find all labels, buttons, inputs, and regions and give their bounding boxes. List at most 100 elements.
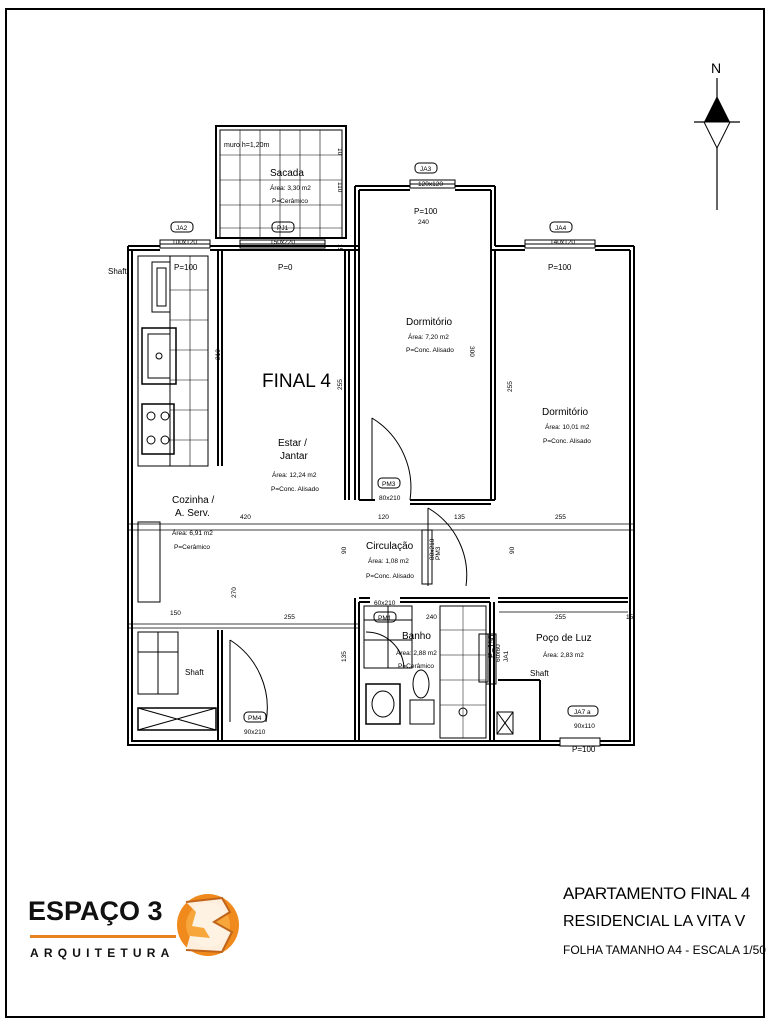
dim-10: 10 <box>336 148 343 156</box>
opening-tags <box>170 162 599 723</box>
banho-name: Banho <box>402 631 431 642</box>
dim-110: 110 <box>336 182 343 193</box>
level-p150: P=150 <box>487 634 496 658</box>
title-line-3: FOLHA TAMANHO A4 - ESCALA 1/50 <box>563 943 766 957</box>
estar-floor: P=Conc. Alisado <box>271 486 319 493</box>
north-label: N <box>711 60 721 76</box>
tag-pm1: PM1 <box>378 615 392 622</box>
level-p0: P=0 <box>278 263 293 272</box>
logo-name: ESPAÇO 3 <box>28 896 163 926</box>
size-ja3: 120x120 <box>418 181 443 188</box>
poco-area: Área: 2,83 m2 <box>543 650 584 659</box>
logo-tagline: ARQUITETURA <box>30 946 175 960</box>
size-pm3: 80x210 <box>379 495 401 502</box>
sacada-name: Sacada <box>270 168 304 179</box>
dim-135-circ: 135 <box>454 514 465 521</box>
dim-270: 270 <box>231 587 238 598</box>
dim-120: 120 <box>378 514 389 521</box>
dorm2-floor: P=Conc. Alisado <box>543 438 591 445</box>
title-line-1: APARTAMENTO FINAL 4 <box>563 884 751 903</box>
dim-90-a: 90 <box>341 546 348 554</box>
logo-mark-icon <box>177 894 239 956</box>
tag-ja3: JA3 <box>420 166 432 173</box>
estar-name-1: Estar / <box>278 438 307 449</box>
circ-floor: P=Conc. Alisado <box>366 573 414 580</box>
muro-note: muro h=1,20m <box>224 142 269 149</box>
logo: ESPAÇO 3 ARQUITETURA <box>28 872 248 982</box>
size-ja2: 100x120 <box>172 239 197 246</box>
sacada-area: Área: 3,30 m2 <box>270 183 311 192</box>
banho-floor: P=Cerâmico <box>398 663 434 670</box>
tag-pm3-b: PM3 <box>435 546 442 560</box>
estar-name-2: Jantar <box>280 451 308 462</box>
interior-walls <box>217 250 628 741</box>
tag-ja7: JA7 a <box>574 709 591 716</box>
exterior-walls <box>127 185 635 746</box>
dim-15: 15 <box>336 244 343 252</box>
dim-15-right: 15 <box>626 614 634 621</box>
window-ja7 <box>559 737 601 747</box>
dim-150: 150 <box>170 610 181 617</box>
dorm1-area: Área: 7,20 m2 <box>408 332 449 341</box>
tag-ja1: JA1 <box>503 650 510 662</box>
logo-accent-line <box>30 935 176 938</box>
poco-name: Poço de Luz <box>536 633 592 644</box>
cozinha-name-1: Cozinha / <box>172 495 214 506</box>
dim-240-banho: 240 <box>426 614 437 621</box>
dorm2-name: Dormitório <box>542 407 589 418</box>
tag-ja4: JA4 <box>555 225 567 232</box>
dorm1-name: Dormitório <box>406 317 453 328</box>
tag-pj1: PJ1 <box>277 225 289 232</box>
tag-ja2: JA2 <box>176 225 188 232</box>
tag-pm4: PM4 <box>248 715 262 722</box>
sheet-border <box>5 8 765 1018</box>
dim-90-b: 90 <box>509 546 516 554</box>
size-pm4: 90x210 <box>244 729 266 736</box>
sacada-floor: P=Cerâmico <box>272 198 308 205</box>
dim-255-estar-bottom: 255 <box>284 614 295 621</box>
size-pm1: 60x210 <box>374 600 396 607</box>
estar-area: Área: 12,24 m2 <box>272 470 317 479</box>
dim-255-poco: 255 <box>555 614 566 621</box>
size-pm3-b: 80x210 <box>429 538 436 560</box>
cozinha-name-2: A. Serv. <box>175 508 210 519</box>
tag-pm3: PM3 <box>382 481 396 488</box>
level-p100-bottom: P=100 <box>572 745 596 754</box>
dim-300: 300 <box>468 346 475 357</box>
circ-area: Área: 1,08 m2 <box>368 556 409 565</box>
dim-255-top: 255 <box>555 514 566 521</box>
dorm1-floor: P=Conc. Alisado <box>406 347 454 354</box>
plan-text: muro h=1,20m Sacada Área: 3,30 m2 P=Cerâ… <box>108 142 634 754</box>
kitchen-fixtures <box>137 255 217 731</box>
dim-255-dorm2: 255 <box>507 381 514 392</box>
circ-name: Circulação <box>366 541 414 552</box>
dim-240: 240 <box>418 219 429 226</box>
north-arrow: N <box>694 60 740 210</box>
level-p100-dorm2: P=100 <box>548 263 572 272</box>
dim-420: 420 <box>240 514 251 521</box>
unit-title: FINAL 4 <box>262 371 331 392</box>
dorm2-area: Área: 10,01 m2 <box>545 422 590 431</box>
shaft-1: Shaft <box>108 267 127 276</box>
cozinha-area: Área: 6,91 m2 <box>172 528 213 537</box>
dim-255-estar: 255 <box>337 379 344 390</box>
size-ja4: 140x120 <box>550 239 575 246</box>
cozinha-floor: P=Cerâmico <box>174 544 210 551</box>
size-pj1: 150x220 <box>270 239 295 246</box>
dim-210: 210 <box>215 349 222 360</box>
shaft-3: Shaft <box>530 669 549 678</box>
level-p100-sacada: P=100 <box>174 263 198 272</box>
title-line-2: RESIDENCIAL LA VITA V <box>563 913 746 930</box>
dim-135-bath: 135 <box>341 651 348 662</box>
guide-lines <box>128 523 634 629</box>
size-ja7: 90x110 <box>574 723 595 730</box>
title-block: APARTAMENTO FINAL 4 RESIDENCIAL LA VITA … <box>563 884 766 957</box>
size-ja1: 60x60 <box>495 644 502 662</box>
level-p100-dorm1: P=100 <box>414 207 438 216</box>
banho-area: Área: 2,88 m2 <box>396 648 437 657</box>
shaft-2: Shaft <box>185 668 204 677</box>
windows <box>159 179 596 249</box>
doors <box>229 417 489 723</box>
sacada-balcony <box>215 125 347 239</box>
